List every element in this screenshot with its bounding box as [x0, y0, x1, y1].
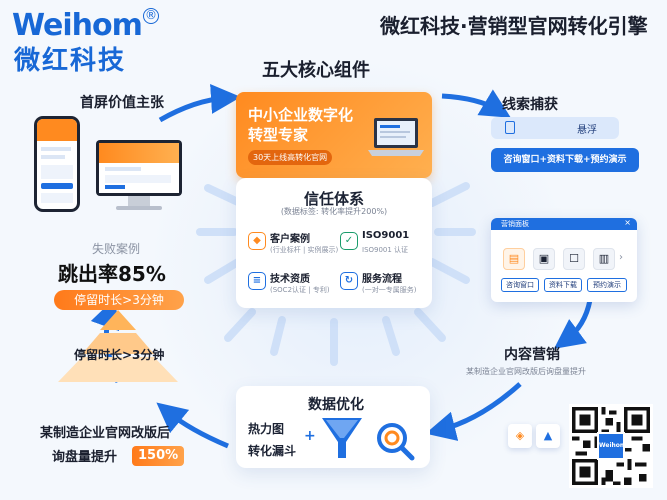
marketing-window: 营销面板 × ▤ ▣ ☐ ▥ › 咨询窗口 资料下载 预约演示 — [491, 218, 637, 302]
logo-text: Weihom — [12, 8, 143, 43]
building-icon: ▲ — [536, 424, 560, 448]
demo-button[interactable]: 预约演示 — [587, 278, 627, 292]
fail-case-label: 失败案例 — [92, 242, 141, 256]
pyramid-graphic — [58, 310, 178, 382]
bounce-rate: 跳出率85% — [58, 262, 166, 286]
trust-item-name: ISO9001 — [362, 230, 410, 241]
trust-item-desc: (SOC2认证 | 专利) — [270, 286, 330, 294]
case-line2: 询盘量提升 — [52, 450, 118, 465]
plus-sign: + — [304, 428, 316, 444]
logo-chinese: 微红科技 — [14, 46, 127, 76]
cta-bar[interactable]: 咨询窗口+资料下载+预约演示 — [491, 148, 639, 172]
arrow-top-left — [158, 84, 241, 123]
trust-item-name: 客户案例 — [270, 234, 310, 245]
download-icon[interactable]: ▣ — [533, 248, 555, 270]
arrow-bottom-right — [425, 382, 522, 441]
monitor-stand — [128, 196, 150, 208]
chevron-right-icon[interactable]: › — [619, 252, 623, 263]
pyramid-label: 停留时长>3分钟 — [74, 348, 165, 362]
arrow-bottom-left — [156, 402, 229, 449]
window-titlebar: 营销面板 × — [491, 218, 637, 230]
registered-mark: ® — [143, 8, 159, 24]
case-line1: 某制造企业官网改版后 — [40, 426, 171, 441]
download-button[interactable]: 资料下载 — [544, 278, 582, 292]
trust-item-name: 服务流程 — [362, 274, 402, 285]
trust-item-desc: ISO9001 认证 — [362, 246, 409, 254]
close-icon[interactable]: × — [624, 218, 631, 227]
case-icon: ◆ — [248, 232, 266, 250]
banner-line1: 中小企业数字化 — [248, 106, 354, 124]
monitor-mockup — [96, 140, 182, 196]
trust-item-desc: (一对一专属服务) — [362, 286, 417, 294]
case-percent-badge: 150% — [132, 446, 185, 466]
monitor-base — [116, 206, 162, 210]
phone-mockup — [34, 116, 80, 212]
arrow-right — [553, 299, 593, 349]
trust-title: 信任体系 — [303, 190, 364, 208]
page-title: 微红科技·营销型官网转化引擎 — [380, 14, 648, 38]
lead-capture-label: 线索捕获 — [502, 97, 558, 113]
float-widget[interactable]: 悬浮 — [491, 117, 619, 139]
chat-icon[interactable]: ▤ — [503, 248, 525, 270]
banner-line2: 转型专家 — [248, 126, 309, 144]
document-icon: ≡ — [248, 272, 266, 290]
trust-card: 信任体系 (数据标签: 转化率提升200%) ◆ 客户案例 (行业标杆 | 实例… — [236, 178, 432, 308]
heatmap-label: 热力图 — [248, 422, 285, 436]
homepage-label: 首屏价值主张 — [80, 95, 164, 111]
trust-item-tech: ≡ 技术资质 (SOC2认证 | 专利) — [248, 268, 330, 304]
process-icon: ↻ — [340, 272, 358, 290]
shield-check-icon: ✓ — [340, 232, 358, 250]
phone-icon[interactable]: ▥ — [593, 248, 615, 270]
calendar-icon[interactable]: ☐ — [563, 248, 585, 270]
stay-time-bar: 停留时长>3分钟 — [54, 290, 184, 310]
trust-item-name: 技术资质 — [270, 274, 310, 285]
window-title: 营销面板 — [501, 220, 529, 228]
banner-tag: 30天上线高转化官网 — [248, 150, 333, 165]
hero-banner: 中小企业数字化 转型专家 30天上线高转化官网 — [236, 92, 432, 178]
hub-title: 五大核心组件 — [262, 60, 370, 81]
trust-item-iso: ✓ ISO9001 ISO9001 认证 — [340, 228, 422, 264]
content-marketing-label: 内容营销 — [504, 347, 560, 363]
trust-item-desc: (行业标杆 | 实例展示) — [270, 246, 339, 254]
document-icon — [505, 121, 515, 134]
arrow-top-right — [441, 89, 511, 118]
badge-icon: ◈ — [508, 424, 532, 448]
qr-logo: Weihom — [597, 432, 626, 460]
funnel-icon — [322, 418, 362, 458]
funnel-label: 转化漏斗 — [248, 444, 297, 458]
content-marketing-desc: 某制造企业官网改版后询盘量提升 — [466, 367, 586, 376]
consult-button[interactable]: 咨询窗口 — [501, 278, 539, 292]
laptop-icon — [368, 118, 424, 156]
float-label: 悬浮 — [577, 125, 597, 136]
data-optimization-card: 数据优化 热力图 转化漏斗 + — [236, 386, 430, 468]
trust-item-process: ↻ 服务流程 (一对一专属服务) — [340, 268, 422, 304]
analytics-search-icon — [377, 423, 415, 461]
trust-subtitle: (数据标签: 转化率提升200%) — [280, 207, 388, 216]
data-title: 数据优化 — [308, 397, 364, 413]
trust-item-cases: ◆ 客户案例 (行业标杆 | 实例展示) — [248, 228, 338, 264]
